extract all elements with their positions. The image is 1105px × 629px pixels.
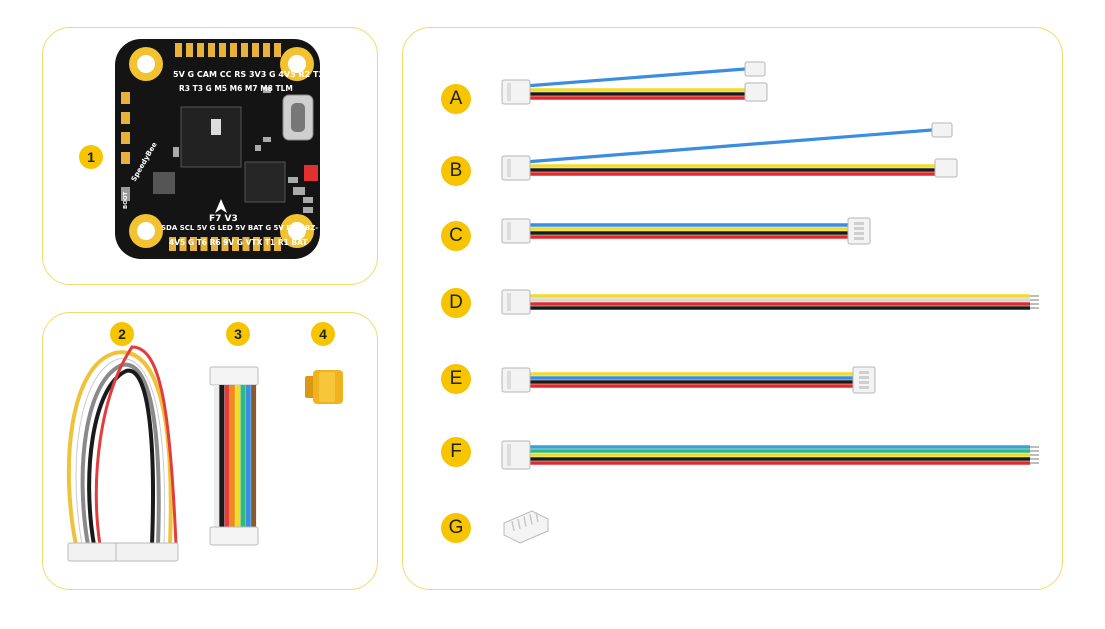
pad-labels-top-row2: R3 T3 G M5 M6 M7 M8 TLM xyxy=(179,84,293,93)
cable-label-G: G xyxy=(441,513,471,543)
ribbon-cable-item-3 xyxy=(209,366,259,546)
pad-labels-bottom-row1: SDA SCL 5V G LED 5V BAT G 5V BZ+ BZ- xyxy=(161,224,318,232)
status-led xyxy=(304,165,318,181)
model-label: F7 V3 xyxy=(209,214,238,224)
pad-labels-bottom-row2: 4V5 G T6 R6 9V G VTX T1 R1 BAT xyxy=(169,238,308,247)
item-number-badge-2: 2 xyxy=(110,322,134,346)
cable-label-F: F xyxy=(441,437,471,467)
sensor-chip xyxy=(153,172,175,194)
loose-connector-G xyxy=(503,510,549,544)
mcu-chip xyxy=(180,106,242,168)
flight-controller-board: 5V G CAM CC RS 3V3 G 4V5 R2 T2 R3 T3 G M… xyxy=(115,39,324,259)
cable-label-C: C xyxy=(441,221,471,251)
solder-pads-bottom xyxy=(169,237,281,251)
boot-label: BOOT xyxy=(123,191,129,209)
cable-label-E: E xyxy=(441,364,471,394)
item-number-badge-1: 1 xyxy=(79,145,103,169)
orientation-arrow xyxy=(215,199,227,213)
pad-labels-top-row1: 5V G CAM CC RS 3V3 G 4V5 R2 T2 xyxy=(173,70,324,79)
item-number-badge-4: 4 xyxy=(311,322,335,346)
cable-label-D: D xyxy=(441,288,471,318)
osd-chip xyxy=(244,161,286,203)
solder-pads-left xyxy=(121,92,130,201)
cable-label-A: A xyxy=(441,84,471,114)
cable-label-B: B xyxy=(441,156,471,186)
capacitor-plug-item-4 xyxy=(305,370,343,404)
item-number-badge-3: 3 xyxy=(226,322,250,346)
looped-cable-item-2 xyxy=(66,345,179,562)
solder-pads-top xyxy=(175,43,281,57)
mounting-holes xyxy=(129,47,314,248)
